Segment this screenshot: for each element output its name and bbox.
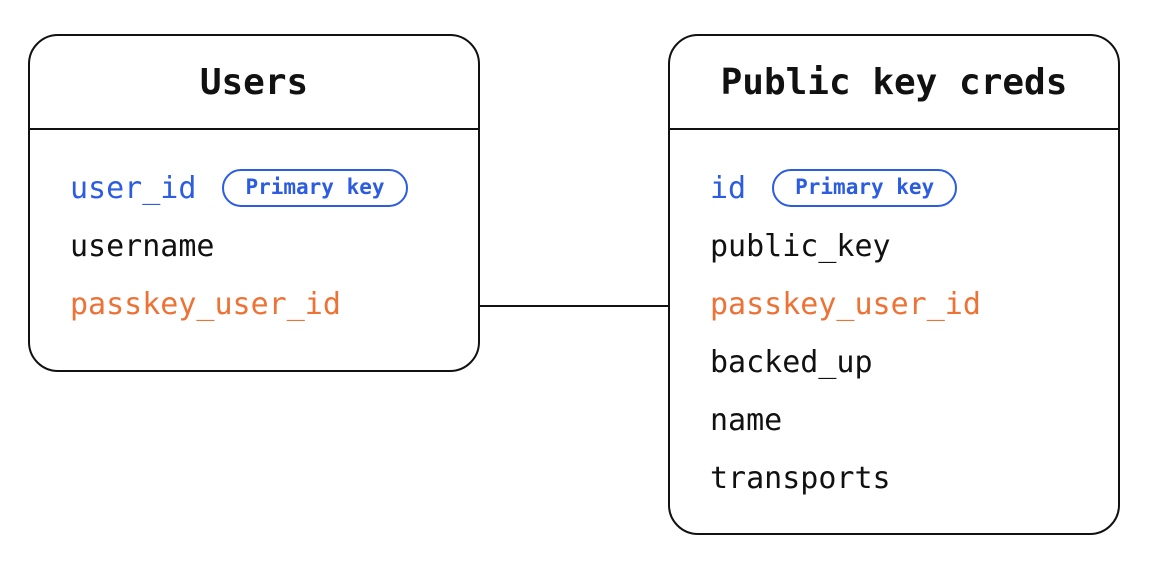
public-key-creds-table-header: Public key creds	[670, 36, 1118, 130]
field-name: username	[70, 228, 215, 264]
relationship-line	[480, 305, 668, 307]
users-table-title: Users	[199, 61, 309, 103]
field-row-id: id Primary key	[710, 159, 1118, 217]
field-row-passkey-user-id: passkey_user_id	[710, 275, 1118, 333]
users-table: Users user_id Primary key username passk…	[28, 34, 480, 372]
field-name: public_key	[710, 228, 891, 264]
field-row-public-key: public_key	[710, 217, 1118, 275]
public-key-creds-table: Public key creds id Primary key public_k…	[668, 34, 1120, 535]
primary-key-badge: Primary key	[222, 169, 408, 207]
field-name: user_id	[70, 170, 197, 206]
field-row-user-id: user_id Primary key	[70, 159, 478, 217]
public-key-creds-table-body: id Primary key public_key passkey_user_i…	[670, 130, 1118, 507]
field-name: passkey_user_id	[710, 286, 981, 322]
field-row-name: name	[710, 391, 1118, 449]
field-row-backed-up: backed_up	[710, 333, 1118, 391]
primary-key-badge: Primary key	[772, 169, 958, 207]
public-key-creds-table-title: Public key creds	[720, 61, 1068, 103]
field-name: transports	[710, 460, 891, 496]
field-row-passkey-user-id: passkey_user_id	[70, 275, 478, 333]
field-row-username: username	[70, 217, 478, 275]
users-table-header: Users	[30, 36, 478, 130]
field-row-transports: transports	[710, 449, 1118, 507]
field-name: backed_up	[710, 344, 873, 380]
field-name: id	[710, 170, 747, 206]
users-table-body: user_id Primary key username passkey_use…	[30, 130, 478, 333]
field-name: name	[710, 402, 783, 438]
field-name: passkey_user_id	[70, 286, 341, 322]
